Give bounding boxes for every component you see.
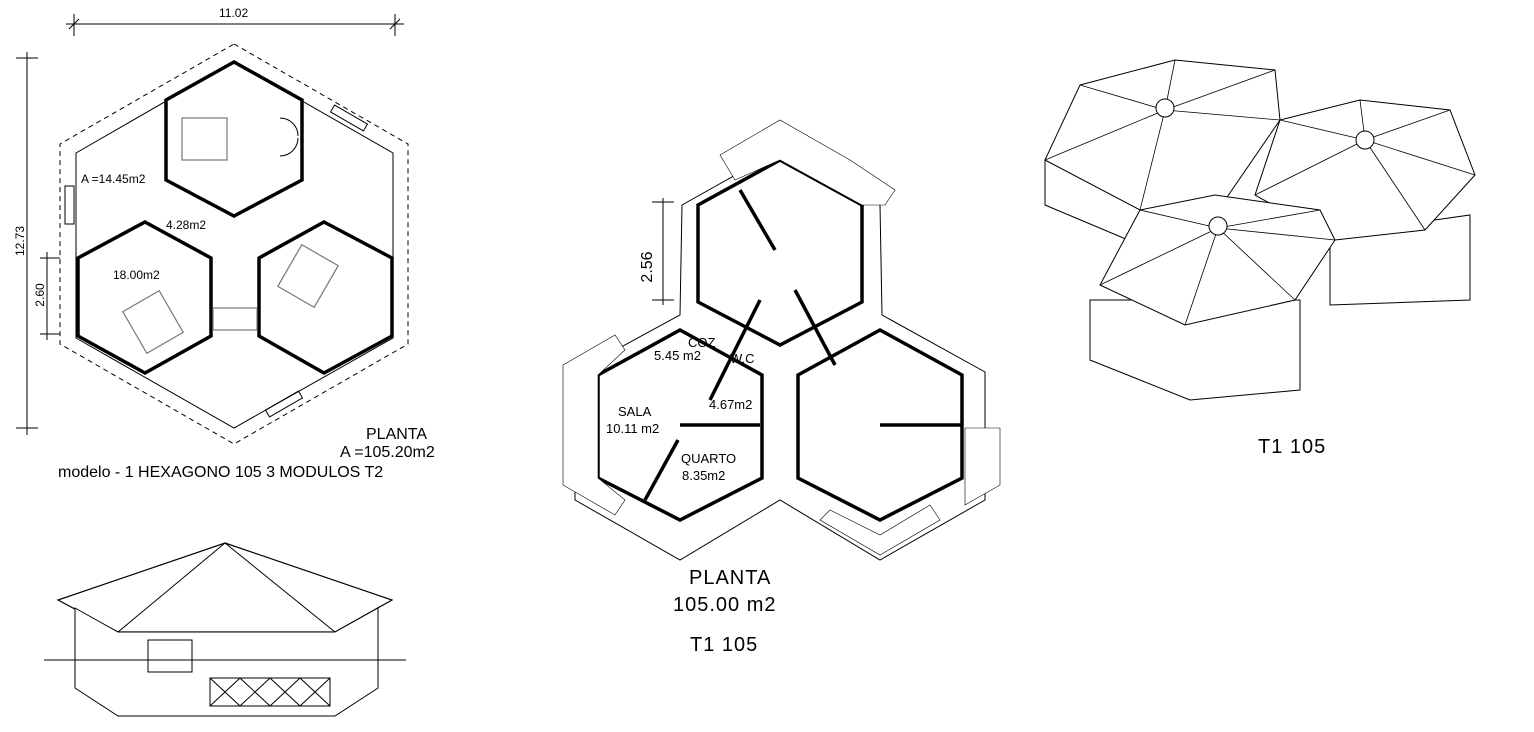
room-area-label: A =14.45m2	[81, 172, 146, 186]
room-name-living: SALA	[618, 404, 652, 419]
area-kitchen: 5.45 m2	[654, 348, 701, 363]
window	[147, 639, 193, 673]
dimension-module-label: 2.60	[33, 283, 47, 307]
roof-module-1	[1044, 59, 1281, 211]
interior-wall	[738, 189, 777, 251]
area-bedroom: 8.35m2	[682, 468, 726, 483]
plan-title: PLANTA	[689, 567, 772, 589]
roof-ridges	[1044, 59, 1476, 326]
roof-module-3	[1099, 194, 1336, 326]
roof-ridge	[117, 542, 226, 633]
interior-wall	[708, 299, 762, 401]
plan-title: PLANTA	[366, 426, 428, 443]
window-right	[329, 104, 369, 132]
dimension-height-label: 12.73	[13, 225, 27, 257]
model-label: modelo - 1 HEXAGONO 105 3 MODULOS T2	[58, 464, 384, 481]
roof-vent	[1155, 98, 1175, 118]
room-name-wc: W.C	[730, 351, 755, 366]
front-elevation	[44, 542, 406, 717]
area-living: 10.11 m2	[606, 421, 660, 436]
door-swing	[279, 117, 299, 157]
bathtub	[212, 307, 258, 331]
perspective-model-label: T1 105	[1258, 436, 1327, 458]
roof	[56, 542, 394, 633]
window-bottom	[264, 390, 304, 418]
interior-wall	[643, 439, 680, 501]
room-name-bedroom: QUARTO	[681, 451, 737, 466]
room-name-kitchen: COZ	[688, 335, 716, 350]
window-left	[64, 185, 75, 225]
dimension-line-module	[652, 198, 674, 305]
interior-wall	[793, 289, 837, 366]
room-area-label: 18.00m2	[113, 268, 160, 282]
roof-vent	[1208, 216, 1228, 236]
area-wc: 4.67m2	[709, 397, 753, 412]
hex-module-right	[796, 328, 964, 522]
railing-cross	[209, 677, 331, 707]
hex-module-top	[164, 59, 304, 218]
dimension-width-label: 11.02	[219, 6, 249, 20]
dimension-line-height	[16, 52, 60, 435]
deck-hatching	[562, 119, 1001, 556]
bath-area-label: 4.28m2	[166, 218, 207, 232]
roof-ridge	[224, 542, 336, 633]
walls	[74, 607, 379, 717]
dimension-module-label: 2.56	[639, 251, 656, 283]
perspective-view	[1044, 59, 1476, 401]
bed-left	[121, 289, 185, 355]
hex-module-right	[257, 220, 394, 376]
roof-vent	[1355, 130, 1375, 150]
center-floor-plan	[562, 119, 1001, 561]
bed-right	[276, 243, 340, 309]
roof-outline	[574, 149, 986, 561]
hex-module-left	[76, 220, 213, 376]
bed-top	[181, 117, 228, 161]
left-floor-plan	[16, 14, 409, 445]
total-area-label: A =105.20m2	[340, 444, 435, 461]
outer-hexagon	[75, 61, 394, 429]
total-area-label: 105.00 m2	[673, 594, 777, 616]
outer-hexagon-dashed	[59, 43, 409, 445]
dimension-line-width	[66, 14, 404, 36]
model-label: T1 105	[690, 634, 759, 656]
